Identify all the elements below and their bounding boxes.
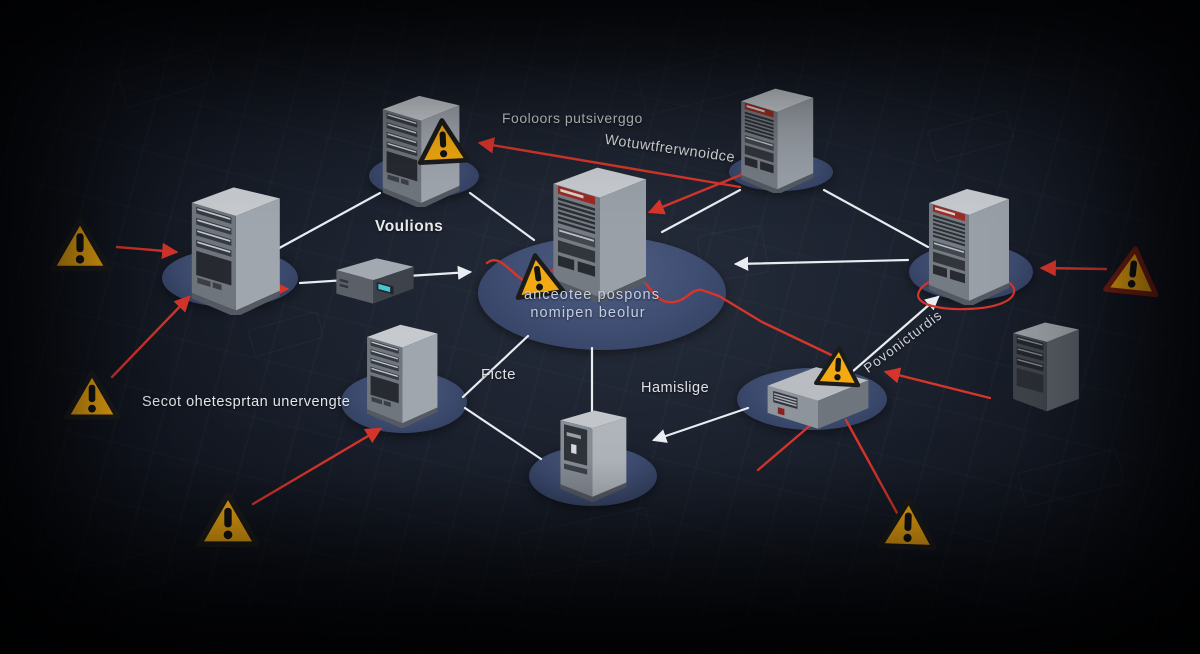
warning-icon-left-top xyxy=(52,220,108,268)
warning-icon-top-left-server xyxy=(418,119,468,162)
warning-icon-bottom-left xyxy=(199,494,257,544)
warning-icon-far-right xyxy=(1106,246,1161,294)
label-flow-top: Fooloors putsiverggo xyxy=(502,110,643,126)
warning-icon-bottom-right xyxy=(880,499,936,548)
warning-icon-bottom-right-box xyxy=(816,347,860,385)
label-hamislige: Hamislige xyxy=(641,380,710,396)
warning-icon-left-bottom xyxy=(66,373,117,417)
label-center-caption-line1: anceotee pospons xyxy=(523,287,661,303)
label-voulions: Voulions xyxy=(375,218,444,235)
label-center-caption-line2: nomipen beolur xyxy=(530,305,646,321)
label-left-caption: Secot ohetesprtan unervengte xyxy=(142,394,351,410)
label-ficte: Ficte xyxy=(481,366,517,383)
